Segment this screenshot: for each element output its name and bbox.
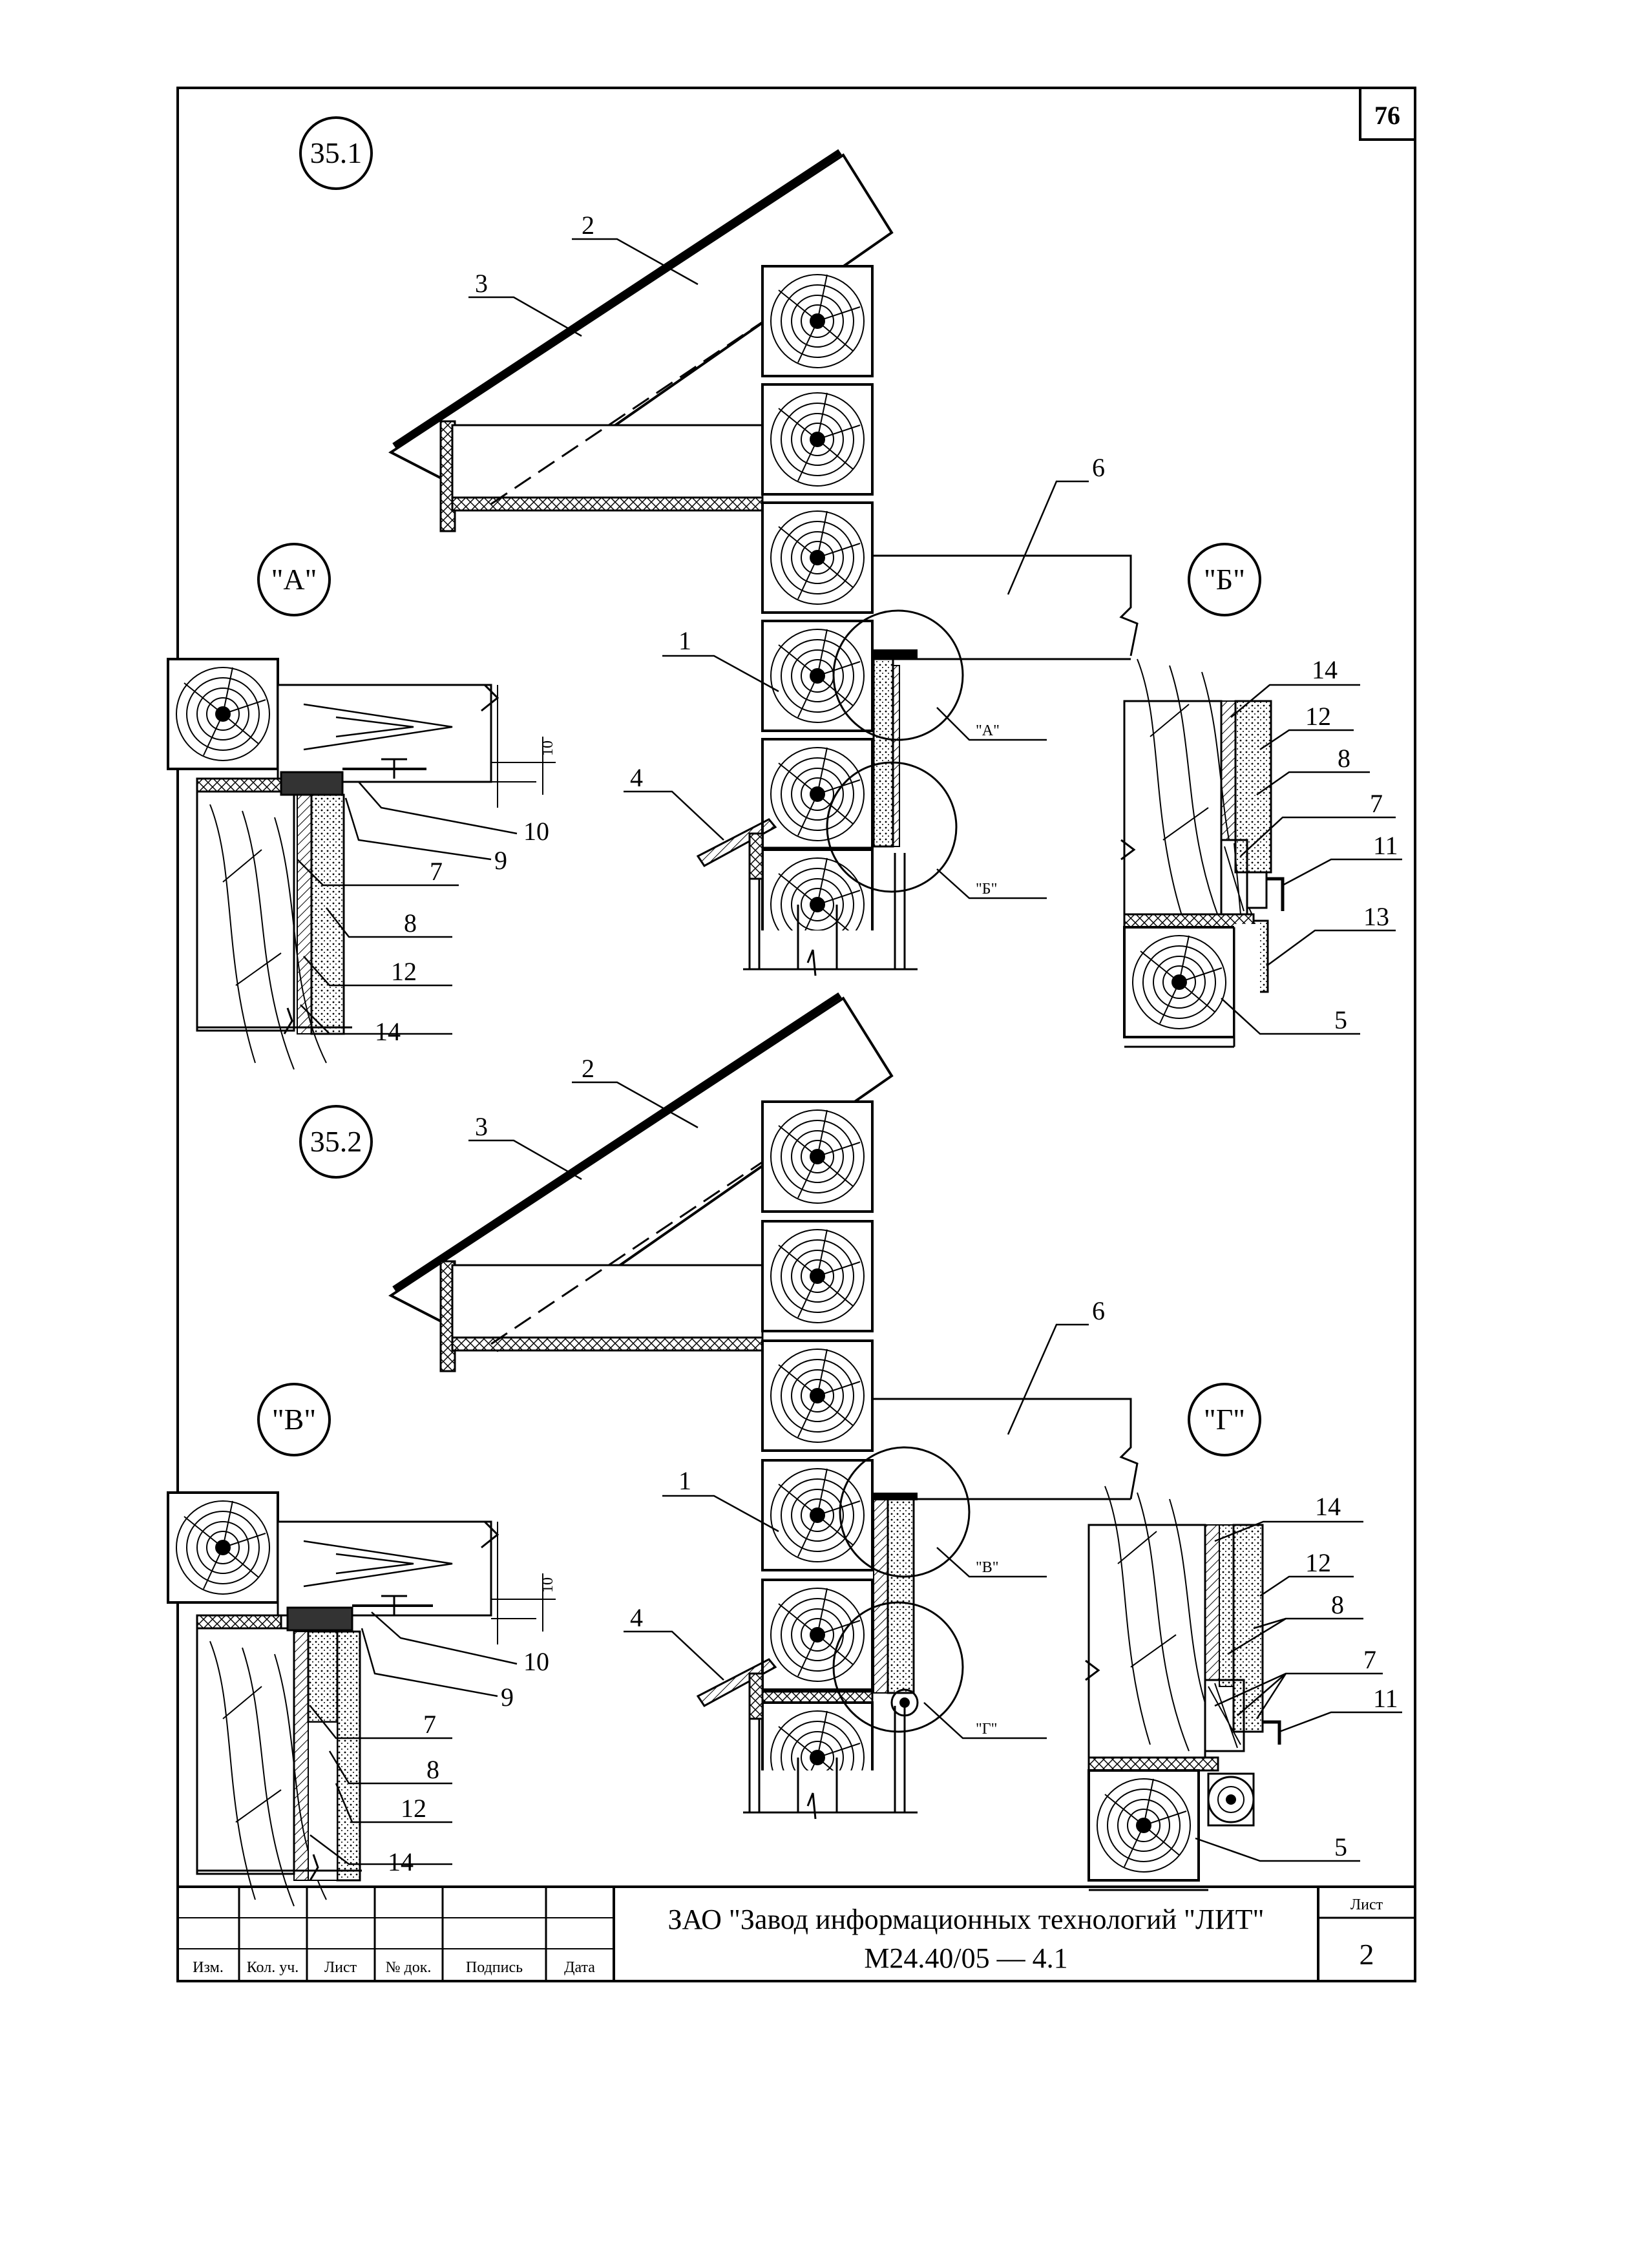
view-g-leader-8: 8 bbox=[1331, 1590, 1344, 1619]
view-g-leader-12: 12 bbox=[1305, 1548, 1331, 1577]
leader-label-6: 6 bbox=[1092, 453, 1105, 482]
col-podpis: Подпись bbox=[466, 1959, 523, 1976]
leader-label-1: 1 bbox=[678, 626, 691, 655]
leader-label-2: 2 bbox=[582, 211, 594, 240]
view-v-leader-7: 7 bbox=[423, 1710, 436, 1739]
callout-circle-g bbox=[832, 1601, 964, 1733]
view-v-leader-8: 8 bbox=[426, 1755, 439, 1784]
view-g-leader-7: 7 bbox=[1363, 1645, 1376, 1674]
view-a-leader-10: 10 bbox=[523, 817, 549, 846]
view-v-leader-12: 12 bbox=[401, 1794, 426, 1823]
view-g-leader-14: 14 bbox=[1315, 1492, 1341, 1521]
view-b-leader-13: 13 bbox=[1363, 902, 1389, 931]
view-b-leader-7: 7 bbox=[1370, 789, 1383, 818]
view-a: "А" 10 10 9 7 8 12 14 bbox=[167, 543, 556, 1070]
view-tag-v: "В" bbox=[272, 1403, 316, 1436]
leader-label-1b: 1 bbox=[678, 1466, 691, 1495]
leader-label-4: 4 bbox=[630, 763, 643, 792]
detail-35-1: 35.1 bbox=[299, 116, 1139, 982]
callout-label-a: "А" bbox=[976, 722, 1000, 739]
leader-label-4b: 4 bbox=[630, 1603, 643, 1632]
view-tag-b: "Б" bbox=[1204, 563, 1245, 596]
callout-circle-b bbox=[826, 761, 958, 893]
view-a-leader-14: 14 bbox=[375, 1017, 401, 1046]
view-a-leader-8: 8 bbox=[404, 908, 417, 938]
detail-marker-35-1 bbox=[299, 116, 373, 190]
col-data: Дата bbox=[564, 1959, 595, 1976]
view-g-leader-11: 11 bbox=[1373, 1684, 1398, 1713]
col-kol-uch: Кол. уч. bbox=[247, 1959, 299, 1976]
leader-label-3: 3 bbox=[475, 269, 488, 298]
view-v-leader-14: 14 bbox=[388, 1847, 414, 1876]
view-v: "В" 10 10 9 7 8 12 14 bbox=[167, 1383, 556, 1907]
view-b-leader-14: 14 bbox=[1312, 655, 1338, 684]
detail-id-35-2: 35.2 bbox=[310, 1125, 362, 1158]
view-a-leader-7: 7 bbox=[430, 857, 443, 886]
document-code: М24.40/05 — 4.1 bbox=[864, 1942, 1067, 1974]
view-b: "Б" 14 12 8 7 11 13 5 bbox=[1120, 543, 1402, 1048]
callout-circle-a bbox=[832, 609, 964, 741]
dim-10-v: 10 bbox=[540, 1577, 556, 1593]
page-number: 76 bbox=[1374, 101, 1400, 130]
rafter-1 bbox=[451, 424, 764, 499]
company-name: ЗАО "Завод информационных технологий "ЛИ… bbox=[668, 1904, 1265, 1935]
col-izm: Изм. bbox=[193, 1959, 224, 1976]
view-v-leader-10: 10 bbox=[523, 1647, 549, 1676]
view-b-leader-11: 11 bbox=[1373, 831, 1398, 860]
callout-circle-v bbox=[839, 1446, 971, 1578]
view-v-leader-9: 9 bbox=[501, 1683, 514, 1712]
roof-cover-1 bbox=[392, 149, 842, 449]
view-a-leader-9: 9 bbox=[494, 846, 507, 875]
page-number-box bbox=[1359, 87, 1416, 141]
view-tag-a: "А" bbox=[271, 563, 317, 596]
detail-marker-35-2 bbox=[299, 1105, 373, 1179]
detail-35-2: 35.2 2 3 bbox=[299, 992, 1139, 1835]
detail-id-35-1: 35.1 bbox=[310, 136, 362, 169]
col-list: Лист bbox=[324, 1959, 357, 1976]
view-tag-g: "Г" bbox=[1204, 1403, 1245, 1436]
leader-label-3b: 3 bbox=[475, 1112, 488, 1141]
callout-label-b: "Б" bbox=[976, 881, 997, 898]
leader-label-2b: 2 bbox=[582, 1054, 594, 1083]
view-g-leader-5: 5 bbox=[1334, 1832, 1347, 1862]
view-g: "Г" 14 12 8 7 11 5 bbox=[1085, 1383, 1402, 1891]
sheet-frame bbox=[176, 87, 1416, 1982]
drip-sill-1 bbox=[696, 818, 777, 867]
view-b-leader-12: 12 bbox=[1305, 702, 1331, 731]
title-block: Изм. Кол. уч. Лист № док. Подпись Дата З… bbox=[178, 1885, 1415, 1981]
leader-label-6b: 6 bbox=[1092, 1296, 1105, 1325]
view-b-leader-5: 5 bbox=[1334, 1005, 1347, 1034]
col-no-dok: № док. bbox=[386, 1959, 432, 1976]
view-b-leader-8: 8 bbox=[1338, 744, 1350, 773]
dim-10-a: 10 bbox=[540, 740, 556, 756]
callout-label-g: "Г" bbox=[976, 1721, 997, 1738]
sheet-number: 2 bbox=[1360, 1938, 1374, 1971]
ceiling-line-1 bbox=[874, 554, 1139, 656]
sheet-label: Лист bbox=[1350, 1896, 1383, 1913]
facade-panel-1 bbox=[872, 658, 894, 848]
view-a-leader-12: 12 bbox=[391, 957, 417, 986]
callout-label-v: "В" bbox=[976, 1559, 999, 1576]
